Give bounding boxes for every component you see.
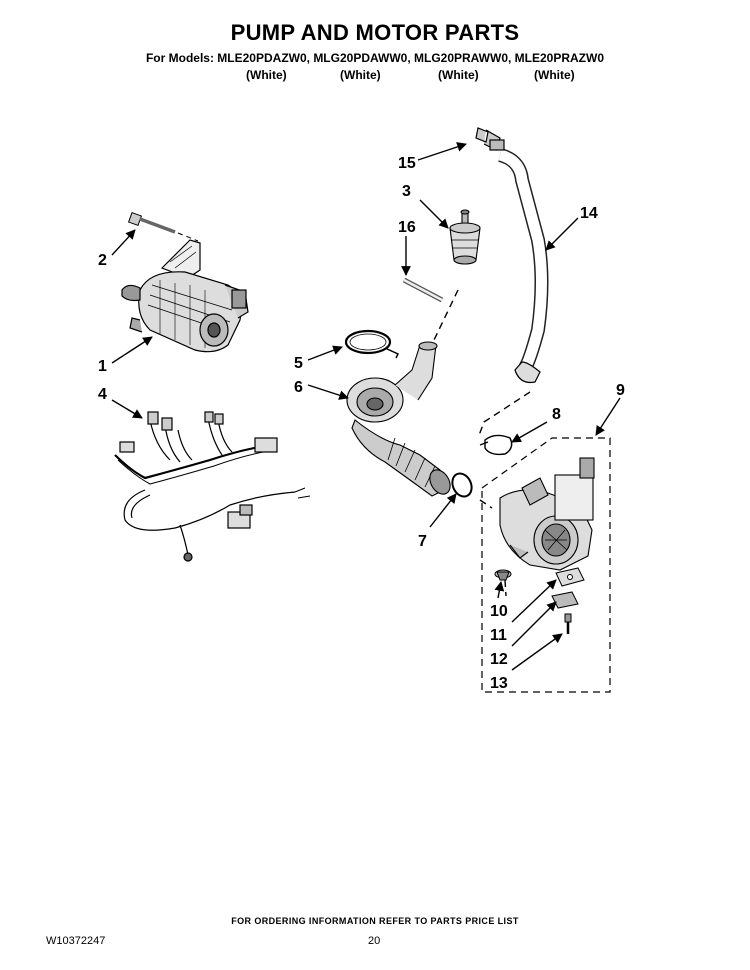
arrow-5 <box>307 345 343 361</box>
callout-5: 5 <box>294 355 303 372</box>
arrow-13 <box>511 633 563 671</box>
gasket-illustration <box>451 472 473 498</box>
callout-14: 14 <box>580 205 598 222</box>
arrow-3 <box>419 199 449 229</box>
arrow-2 <box>111 229 136 256</box>
page-title: PUMP AND MOTOR PARTS <box>230 20 520 45</box>
arrow-10 <box>494 581 505 599</box>
arrow-4 <box>111 399 143 419</box>
callout-13: 13 <box>490 675 508 692</box>
arrow-7 <box>429 493 457 528</box>
callout-7: 7 <box>418 533 427 550</box>
pump-assembly-illustration <box>499 457 595 571</box>
model-color-2: (White) <box>340 68 381 82</box>
bolt-illustration <box>127 211 199 242</box>
callout-16: 16 <box>398 219 416 236</box>
callout-11: 11 <box>490 627 507 644</box>
callout-6: 6 <box>294 379 303 396</box>
arrow-8 <box>511 421 548 443</box>
arrow-1 <box>111 336 153 364</box>
arrow-12 <box>511 601 557 647</box>
part-12-illustration <box>551 591 579 609</box>
ordering-note: FOR ORDERING INFORMATION REFER TO PARTS … <box>231 916 519 926</box>
callout-2: 2 <box>98 252 107 269</box>
callout-1: 1 <box>98 358 107 375</box>
callout-8: 8 <box>552 406 561 423</box>
callout-4: 4 <box>98 386 107 403</box>
wire-harness-illustration <box>114 411 311 562</box>
model-color-4: (White) <box>534 68 575 82</box>
cable-tie-illustration <box>402 277 444 303</box>
motor-illustration <box>121 239 249 353</box>
pump-cap-illustration <box>449 209 481 265</box>
page-number: 20 <box>368 935 381 947</box>
callout-10: 10 <box>490 603 508 620</box>
relation-lines <box>433 289 531 597</box>
arrow-15 <box>417 142 467 161</box>
callout-9: 9 <box>616 382 625 399</box>
models-line: For Models: MLE20PDAZW0, MLG20PDAWW0, ML… <box>145 51 605 65</box>
document-number: W10372247 <box>46 935 106 947</box>
arrow-9 <box>595 397 621 436</box>
callout-arrows <box>111 142 621 671</box>
clamp-illustration <box>344 329 400 359</box>
callout-12: 12 <box>490 651 508 668</box>
arrow-6 <box>307 384 349 400</box>
hose-clamp-illustration <box>479 434 513 456</box>
model-color-1: (White) <box>246 68 287 82</box>
drain-hose-illustration <box>475 127 549 384</box>
small-parts-illustration <box>494 567 585 634</box>
callout-15: 15 <box>398 155 416 172</box>
arrow-14 <box>545 217 579 251</box>
callout-3: 3 <box>402 183 411 200</box>
part-13-illustration <box>564 613 572 623</box>
model-color-3: (White) <box>438 68 479 82</box>
arrow-11 <box>511 579 557 623</box>
sump-hose-illustration <box>346 341 451 497</box>
